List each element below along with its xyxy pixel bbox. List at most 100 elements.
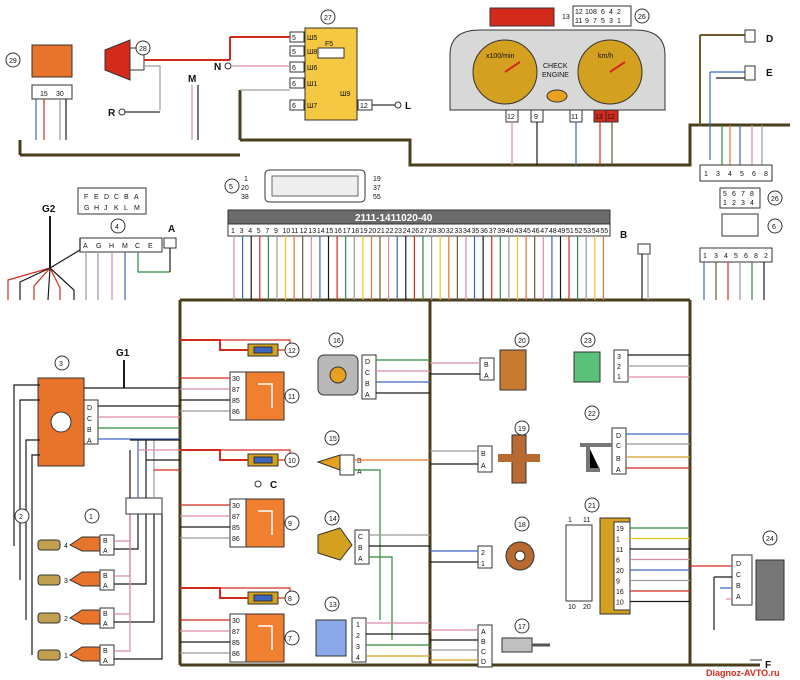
c26-top-3: 8 [750,191,754,198]
maf-pin-3: 3 [356,644,360,651]
c4-top-4: B [124,194,129,201]
relay-9-pin-87: 87 [232,514,240,521]
label-28: 28 [139,46,147,53]
label-19: 19 [518,426,526,433]
ecu-pin-1: 1 [231,228,235,235]
cluster-pin-4: 12 [607,114,615,121]
tps-pin-C: C [358,534,363,541]
inj-pin-A: A [103,621,108,628]
ecu-pin-22: 22 [386,228,394,235]
ecu-wires [233,236,604,300]
injector-connector-1 [99,644,115,666]
watermark: Diagnoz-AVTO.ru [706,668,780,678]
c26-bot-0: 1 [723,200,727,207]
label-13: 13 [562,14,570,21]
ecu-pin-28: 28 [429,228,437,235]
fuse-8-badge [284,590,300,606]
m3-pin-B: B [87,427,92,434]
spark-plug-2 [37,612,61,624]
connector-5: 1 20 38 19 37 55 5 [224,169,381,203]
maf-pin-2: 2 [356,633,360,640]
component-20: B A 20 [430,332,530,391]
c26-bot-2: 3 [741,200,745,207]
label-5: 5 [229,184,233,191]
c19-pin-B: B [481,451,486,458]
spark-plug-3 [37,574,61,586]
ecu-pin-40: 40 [506,228,514,235]
fb27-pin-3: 6 [292,81,296,88]
iac-16: 16 D C B A [317,332,430,400]
label-15: 15 [329,436,337,443]
c17-pin-C: C [481,649,486,656]
c21-small-0: 1 [568,517,572,524]
c17-pin-B: B [481,639,486,646]
relay-29-pin-30: 30 [56,91,64,98]
relay-9-badge [284,515,300,531]
ecu-pin-51: 51 [566,228,574,235]
injector-connector-4 [99,534,115,556]
injector-wire [114,514,163,660]
relay-9 [245,498,285,548]
inj-pin-A: A [103,583,108,590]
inj-pin-A: A [103,658,108,665]
crt-pin-3: 5 [740,171,744,178]
ecu-pin-9: 9 [274,228,278,235]
label-24: 24 [766,536,774,543]
ecu-pin-15: 15 [326,228,334,235]
label-26-top: 26 [638,14,646,21]
c26-bot-3: 4 [750,200,754,207]
ecu-pin-34: 34 [463,228,471,235]
c5-left-1: 20 [241,185,249,192]
label-29: 29 [9,58,17,65]
ecu-pin-20: 20 [369,228,377,235]
fb27-sh-1: Ш8 [307,49,317,56]
fb27-pin-1: 5 [292,49,296,56]
fb27-pin-2: 6 [292,65,296,72]
maf-pin-1: 1 [356,622,360,629]
c18-pin-2: 2 [481,550,485,557]
c21-small-1: 11 [583,517,590,524]
label-fuse-8: 8 [288,596,292,603]
fb27-sh-3: Ш1 [307,81,317,88]
cluster-pin-1: 9 [534,114,538,121]
spark-plug-num-3: 3 [64,578,68,585]
c6-pin-3: 5 [734,253,738,260]
ecu-pin-23: 23 [394,228,402,235]
crt-pin-5: 8 [764,171,768,178]
ground-G2: G2 [7,204,81,301]
c21-pin-9: 9 [616,579,620,586]
inj-pin-B: B [103,573,108,580]
c13-bot-4: 3 [609,18,613,25]
fb27-pin-right: 12 [360,103,368,110]
check-engine-l2: ENGINE [542,72,569,79]
fb27-pin-0: 5 [292,35,296,42]
crt-pin-1: 3 [716,171,720,178]
fuse-12-element [253,346,273,354]
label-20: 20 [518,338,526,345]
ecu-pin-53: 53 [583,228,591,235]
ecu-pin-48: 48 [549,228,557,235]
c21-pin-16: 16 [616,589,624,596]
point-C: C [270,480,277,491]
inj-pin-B: B [103,611,108,618]
injector-harness [125,439,180,515]
fuse-12-badge [284,342,300,358]
c6-pin-5: 8 [754,253,758,260]
point-N: N [214,62,221,73]
relay-7-badge [284,630,300,646]
cts-pin-A: A [357,469,362,476]
c4-lbl-5: E [148,243,153,250]
tps-14: 14 C B A [317,510,430,640]
c13-top: 12 [575,9,583,16]
ecu-pin-19: 19 [360,228,368,235]
ecu-pin-32: 32 [446,228,454,235]
c22-pin-C: C [616,443,621,450]
ecu-pin-7: 7 [265,228,269,235]
speed-sensor-23: 23 3 2 1 [573,332,690,383]
fuel-pump-24: D C B A 24 [690,530,785,630]
ecu-pin-52: 52 [575,228,583,235]
m3-pin-A: A [87,438,92,445]
